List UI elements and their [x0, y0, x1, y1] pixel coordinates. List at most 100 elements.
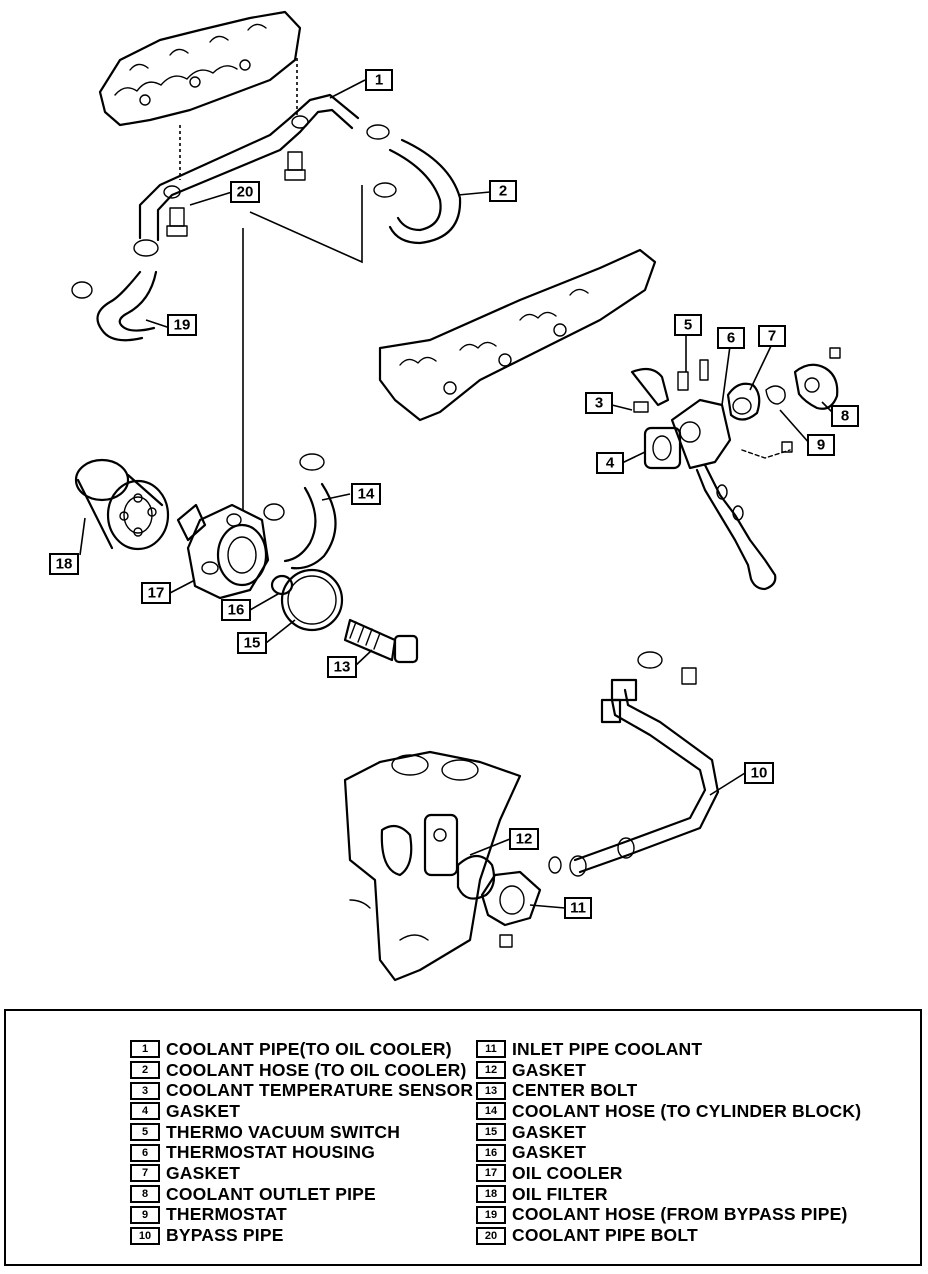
- legend-item-19: 19 COOLANT HOSE (FROM BYPASS PIPE): [476, 1204, 861, 1226]
- oil-cooler: [176, 503, 270, 600]
- legend-item-4: 4 GASKET: [130, 1101, 473, 1122]
- legend-label: GASKET: [512, 1142, 587, 1163]
- legend-label: THERMO VACUUM SWITCH: [166, 1121, 401, 1142]
- legend-item-1: 1 COOLANT PIPE(TO OIL COOLER): [130, 1039, 473, 1060]
- legend-item-7: 7 GASKET: [130, 1163, 473, 1184]
- legend-label: GASKET: [166, 1100, 241, 1121]
- legend-label: GASKET: [512, 1121, 587, 1142]
- callout-5: 5: [674, 314, 702, 336]
- center-bolt: [343, 618, 419, 664]
- middle-cylinder-head: [378, 248, 657, 422]
- legend-item-5: 5 THERMO VACUUM SWITCH: [130, 1122, 473, 1143]
- legend-label: GASKET: [166, 1162, 241, 1183]
- legend-item-12: 12 GASKET: [476, 1060, 861, 1081]
- legend-label: COOLANT HOSE (FROM BYPASS PIPE): [512, 1204, 848, 1225]
- legend-item-17: 17 OIL COOLER: [476, 1163, 861, 1184]
- parts-legend: 1 COOLANT PIPE(TO OIL COOLER) 2 COOLANT …: [4, 1009, 922, 1266]
- callout-14: 14: [351, 483, 381, 505]
- legend-label: COOLANT PIPE(TO OIL COOLER): [166, 1038, 452, 1059]
- callout-18: 18: [49, 553, 79, 575]
- legend-number: 16: [476, 1143, 506, 1162]
- callout-15-number: 15: [244, 635, 261, 652]
- callout-8-number: 8: [841, 408, 849, 425]
- legend-number: 11: [476, 1040, 506, 1059]
- legend-label: THERMOSTAT HOUSING: [166, 1142, 376, 1163]
- callout-2: 2: [489, 180, 517, 202]
- legend-number: 10: [130, 1226, 160, 1245]
- callout-1: 1: [365, 69, 393, 91]
- callout-17: 17: [141, 582, 171, 604]
- callout-10-number: 10: [751, 765, 768, 782]
- upper-cylinder-head: [98, 10, 302, 127]
- gasket-16-shape: [270, 574, 294, 596]
- callout-18-number: 18: [56, 556, 73, 573]
- legend-number: 1: [130, 1040, 160, 1059]
- callout-6: 6: [717, 327, 745, 349]
- thermostat-housing-assembly: [630, 347, 841, 591]
- legend-item-11: 11 INLET PIPE COOLANT: [476, 1039, 861, 1060]
- legend-label: COOLANT TEMPERATURE SENSOR: [166, 1080, 474, 1101]
- callout-20: 20: [230, 181, 260, 203]
- callout-7-number: 7: [768, 328, 776, 345]
- legend-column-left: 1 COOLANT PIPE(TO OIL COOLER) 2 COOLANT …: [130, 1039, 473, 1246]
- legend-number: 12: [476, 1061, 506, 1080]
- inlet-pipe-coolant: [480, 856, 562, 948]
- gasket-15-shape: [280, 568, 344, 632]
- callout-19: 19: [167, 314, 197, 336]
- callout-1-number: 1: [375, 72, 383, 89]
- callout-3: 3: [585, 392, 613, 414]
- legend-number: 18: [476, 1185, 506, 1204]
- legend-item-2: 2 COOLANT HOSE (TO OIL COOLER): [130, 1060, 473, 1081]
- legend-item-6: 6 THERMOSTAT HOUSING: [130, 1142, 473, 1163]
- legend-label: CENTER BOLT: [512, 1080, 638, 1101]
- callout-19-number: 19: [174, 317, 191, 334]
- legend-item-3: 3 COOLANT TEMPERATURE SENSOR: [130, 1080, 473, 1101]
- callout-13: 13: [327, 656, 357, 678]
- legend-item-18: 18 OIL FILTER: [476, 1184, 861, 1205]
- callout-17-number: 17: [148, 585, 165, 602]
- callout-20-number: 20: [237, 184, 254, 201]
- coolant-hose-to-oil-cooler: [366, 124, 462, 245]
- callout-9: 9: [807, 434, 835, 456]
- legend-number: 4: [130, 1102, 160, 1121]
- legend-label: COOLANT HOSE (TO CYLINDER BLOCK): [512, 1100, 862, 1121]
- callout-9-number: 9: [817, 437, 825, 454]
- callout-11: 11: [564, 897, 592, 919]
- coolant-pipe-bolts: [166, 151, 306, 237]
- legend-number: 9: [130, 1205, 160, 1224]
- legend-number: 14: [476, 1102, 506, 1121]
- gasket-12-shape: [456, 854, 496, 900]
- legend-number: 5: [130, 1123, 160, 1142]
- callout-13-number: 13: [334, 659, 351, 676]
- coolant-hose-from-bypass: [71, 239, 159, 342]
- legend-label: OIL COOLER: [512, 1162, 623, 1183]
- callout-14-number: 14: [358, 486, 375, 503]
- callout-4-number: 4: [606, 455, 615, 472]
- callout-12: 12: [509, 828, 539, 850]
- callout-6-number: 6: [727, 330, 735, 347]
- oil-filter: [74, 458, 170, 551]
- callout-12-number: 12: [516, 831, 533, 848]
- legend-item-9: 9 THERMOSTAT: [130, 1204, 473, 1226]
- callout-15: 15: [237, 632, 267, 654]
- callout-4: 4: [596, 452, 624, 474]
- legend-number: 8: [130, 1185, 160, 1204]
- legend-label: THERMOSTAT: [166, 1204, 287, 1225]
- legend-item-8: 8 COOLANT OUTLET PIPE: [130, 1184, 473, 1205]
- legend-item-14: 14 COOLANT HOSE (TO CYLINDER BLOCK): [476, 1101, 861, 1122]
- legend-item-16: 16 GASKET: [476, 1142, 861, 1163]
- legend-item-10: 10 BYPASS PIPE: [130, 1225, 473, 1246]
- legend-label: BYPASS PIPE: [166, 1225, 284, 1246]
- legend-number: 7: [130, 1164, 160, 1183]
- callout-16: 16: [221, 599, 251, 621]
- callout-16-number: 16: [228, 602, 245, 619]
- legend-label: INLET PIPE COOLANT: [512, 1038, 703, 1059]
- coolant-pipe: [138, 93, 360, 242]
- legend-number: 13: [476, 1081, 506, 1100]
- legend-label: OIL FILTER: [512, 1183, 608, 1204]
- legend-label: COOLANT OUTLET PIPE: [166, 1183, 376, 1204]
- callout-11-number: 11: [570, 900, 586, 917]
- legend-column-right: 11 INLET PIPE COOLANT 12 GASKET 13 CENTE…: [476, 1039, 861, 1246]
- coolant-hose-to-cylinder-block: [263, 453, 337, 570]
- legend-number: 3: [130, 1081, 160, 1100]
